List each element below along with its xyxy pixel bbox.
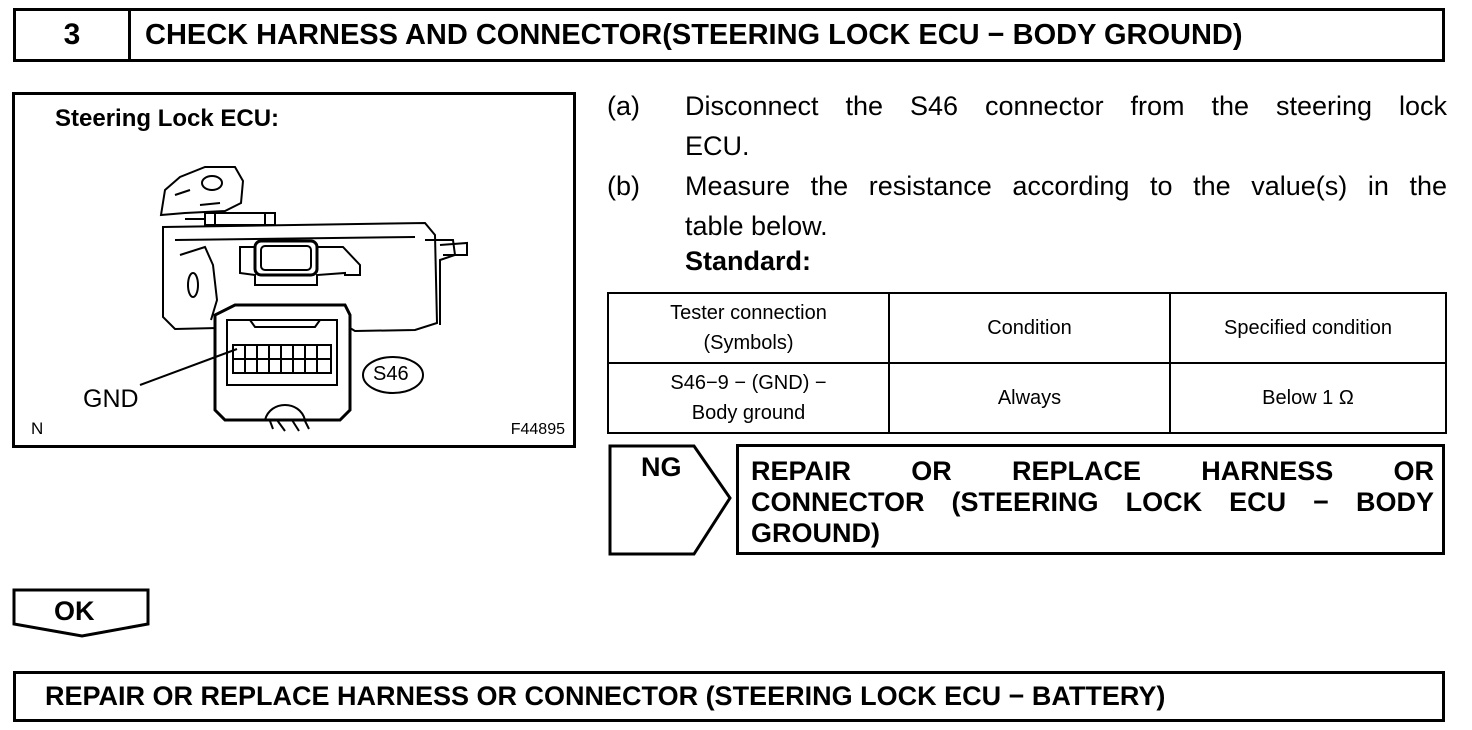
step-number: 3 xyxy=(16,11,131,59)
ng-action-box: REPAIR OR REPLACE HARNESS OR CONNECTOR (… xyxy=(736,444,1445,555)
ng-label: NG xyxy=(641,452,682,482)
step-a-label: (a) xyxy=(607,91,640,121)
table-header-row: Tester connection(Symbols) Condition Spe… xyxy=(607,292,1447,364)
corner-label: N xyxy=(31,419,44,438)
final-action-box: REPAIR OR REPLACE HARNESS OR CONNECTOR (… xyxy=(13,671,1445,722)
step-a: (a) Disconnect the S46 connector from th… xyxy=(607,86,1447,166)
header-tester-connection: Tester connection(Symbols) xyxy=(607,292,890,364)
ng-arrow-icon xyxy=(608,444,732,556)
header-condition: Condition xyxy=(888,292,1171,364)
ng-action-line2: CONNECTOR (STEERING LOCK ECU − BODY xyxy=(751,487,1434,517)
figure-id: F44895 xyxy=(510,421,565,438)
step-title: CHECK HARNESS AND CONNECTOR(STEERING LOC… xyxy=(145,18,1243,51)
step-b-label: (b) xyxy=(607,171,640,201)
gnd-label: GND xyxy=(83,385,139,413)
step-header: 3 CHECK HARNESS AND CONNECTOR(STEERING L… xyxy=(13,8,1445,62)
step-a-line2: ECU. xyxy=(685,131,750,161)
header-specified-condition: Specified condition xyxy=(1169,292,1447,364)
cell-tester-connection: S46−9 − (GND) −Body ground xyxy=(607,362,890,434)
ng-action-line1: REPAIR OR REPLACE HARNESS OR xyxy=(751,456,1434,486)
illustration-caption: Steering Lock ECU: xyxy=(55,105,280,132)
steering-lock-ecu-drawing xyxy=(139,166,468,432)
ng-action-line3: GROUND) xyxy=(751,518,880,548)
ok-arrow-icon xyxy=(12,588,150,638)
step-b: (b) Measure the resistance according to … xyxy=(607,166,1447,246)
cell-specified-condition: Below 1 Ω xyxy=(1169,362,1447,434)
ecu-illustration: Steering Lock ECU: GND S4 xyxy=(12,92,576,448)
final-action-text: REPAIR OR REPLACE HARNESS OR CONNECTOR (… xyxy=(45,681,1166,711)
cell-condition: Always xyxy=(888,362,1171,434)
table-row: S46−9 − (GND) −Body ground Always Below … xyxy=(607,362,1447,434)
step-b-line2: table below. xyxy=(685,211,828,241)
resistance-table: Tester connection(Symbols) Condition Spe… xyxy=(607,292,1447,434)
step-a-line1: Disconnect the S46 connector from the st… xyxy=(685,91,1447,121)
step-b-line1: Measure the resistance according to the … xyxy=(685,171,1447,201)
connector-s46-label: S46 xyxy=(373,363,409,385)
ok-label: OK xyxy=(54,596,95,626)
standard-label: Standard: xyxy=(685,246,812,276)
